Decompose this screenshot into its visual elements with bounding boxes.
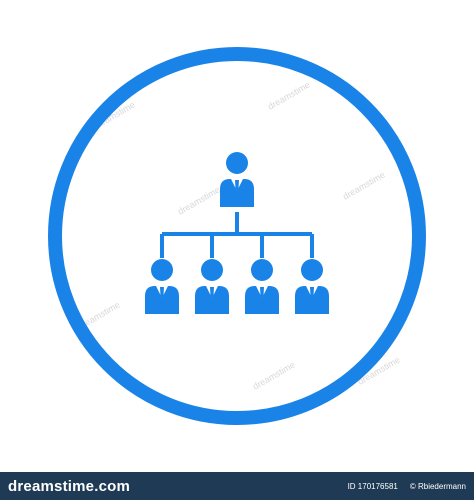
- footer-logo[interactable]: dreamstime.com: [8, 477, 131, 495]
- watermark-text: dreamstime: [266, 80, 312, 112]
- person-icon-1: [145, 259, 179, 314]
- person-icon-top: [220, 152, 254, 207]
- watermark-text: dreamstime: [176, 185, 222, 217]
- footer-bar: dreamstime.com ID 170176581 © Rbiederman…: [0, 472, 474, 500]
- watermark-text: dreamstime: [251, 360, 297, 392]
- author-credit: © Rbiedermann: [409, 481, 466, 491]
- footer-meta: ID 170176581 © Rbiedermann: [348, 482, 466, 491]
- person-icon-4: [295, 259, 329, 314]
- watermark-text: dreamstime: [341, 170, 387, 202]
- org-chart-graphic: dreamstime dreamstime dreamstime dreamst…: [48, 47, 426, 425]
- hierarchy-connectors: [160, 212, 314, 258]
- image-id: ID 170176581: [347, 481, 398, 491]
- person-icon-2: [195, 259, 229, 314]
- person-icon-3: [245, 259, 279, 314]
- ring-outline: [48, 47, 426, 425]
